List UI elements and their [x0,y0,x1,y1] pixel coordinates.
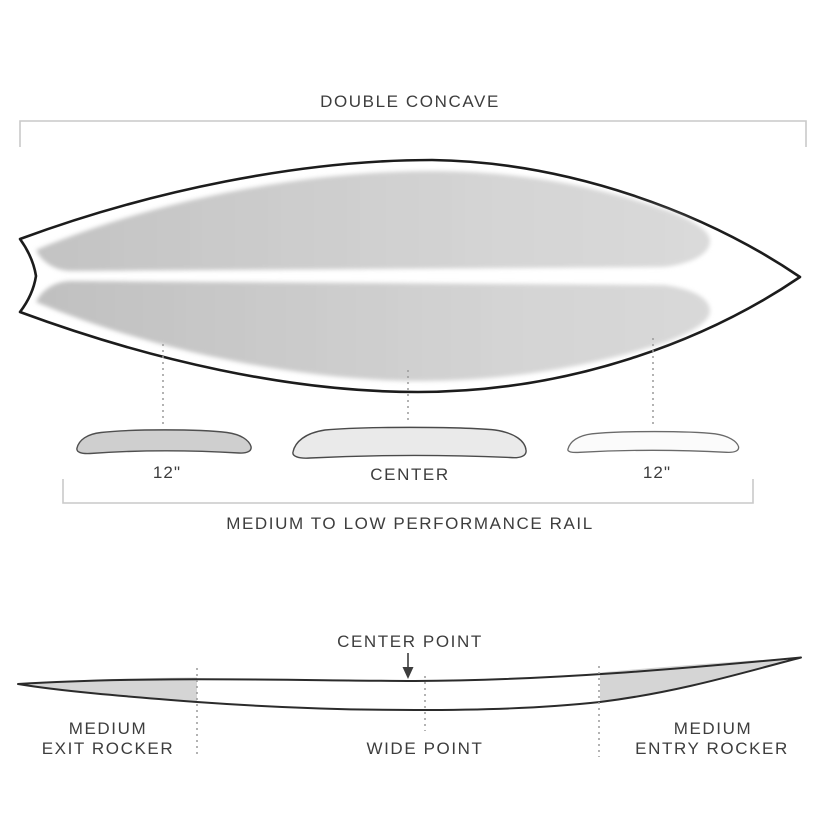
cross-section-center-label: CENTER [370,465,450,484]
cross-section-right-label: 12" [643,463,671,482]
exit-rocker-shade [18,677,197,702]
concave-lower-lobe [36,281,710,381]
exit-rocker-label-line2: EXIT ROCKER [42,739,175,758]
double-concave-label: DOUBLE CONCAVE [320,92,500,111]
concave-upper-lobe [36,171,710,271]
rail-cross-section-center [292,426,527,459]
center-point-arrow-icon [402,667,414,679]
rail-cross-section-left [76,429,252,455]
wide-point-label: WIDE POINT [366,739,483,758]
surfboard-side-outline [17,656,802,711]
entry-rocker-shade [600,657,801,702]
center-point-label: CENTER POINT [337,632,483,651]
rail-cross-section-right [567,430,740,454]
double-concave-bracket [19,120,807,147]
entry-rocker-label-line1: MEDIUM [674,719,753,738]
rail-label: MEDIUM TO LOW PERFORMANCE RAIL [226,514,594,533]
exit-rocker-label-line1: MEDIUM [69,719,148,738]
entry-rocker-label-line2: ENTRY ROCKER [635,739,789,758]
cross-section-left-label: 12" [153,463,181,482]
rail-bracket [62,479,754,504]
